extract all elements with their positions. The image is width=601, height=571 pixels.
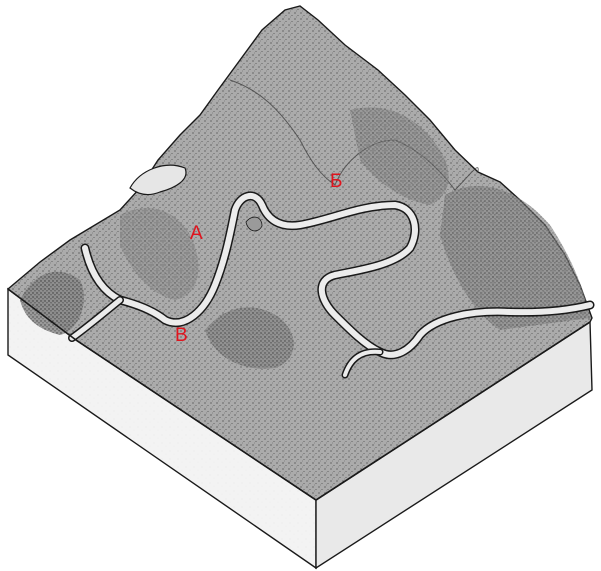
label-v: B (175, 326, 188, 345)
label-a: A (190, 224, 203, 243)
label-b: Б (330, 172, 342, 191)
